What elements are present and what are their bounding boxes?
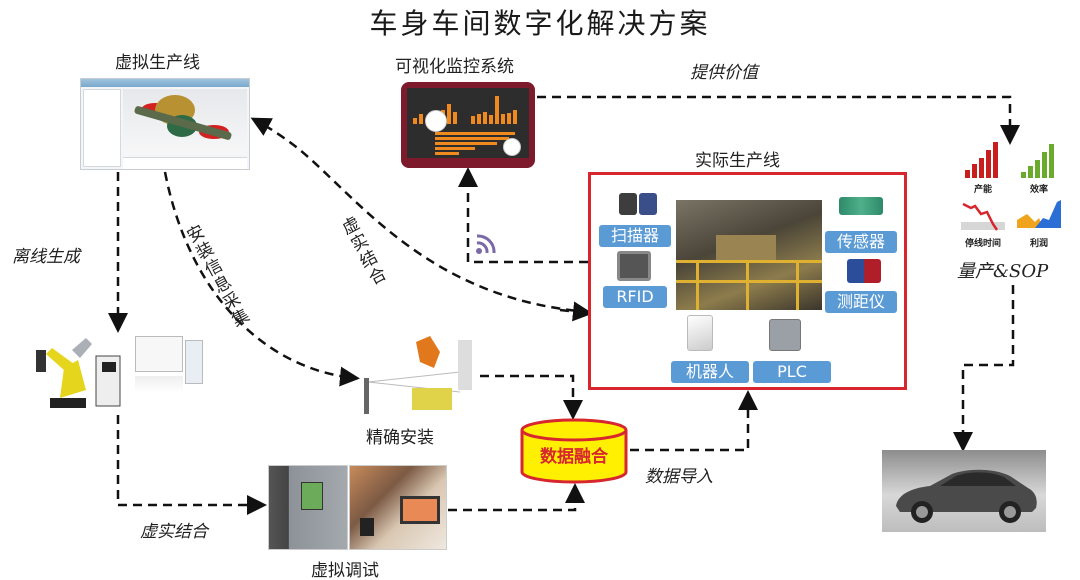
- metrics-panel: 产能 效率 停线时间 利润: [955, 140, 1065, 255]
- data-import-label: 数据导入: [645, 467, 713, 487]
- metric-downtime: 停线时间: [964, 239, 1001, 249]
- install-info-label: 安装信息采集: [180, 222, 252, 333]
- diagram-title: 车身车间数字化解决方案: [369, 7, 711, 40]
- chip-robot: 机器人: [671, 361, 749, 383]
- chip-scanner: 扫描器: [599, 225, 671, 247]
- chip-sensor: 传感器: [825, 231, 897, 253]
- provide-value-label: 提供价值: [690, 63, 758, 83]
- worker-icon: [425, 110, 447, 132]
- arrow-install-to-db: [480, 374, 583, 420]
- virtual-line-label: 虚拟生产线: [115, 53, 200, 73]
- plc-icon: [769, 319, 801, 351]
- precise-install-image: [350, 332, 480, 422]
- factory-photo: [676, 200, 822, 310]
- efficiency-chart-icon: [1019, 144, 1059, 178]
- debug-workstation-image: [349, 465, 447, 550]
- scanner-icon: [619, 193, 637, 215]
- arrow-virtual-real-bottom: [116, 415, 267, 515]
- metric-capacity: 产能: [973, 185, 992, 195]
- data-fusion-database: 数据融合: [519, 418, 629, 484]
- mass-production-label: 量产&SOP: [957, 261, 1049, 282]
- car-icon: [896, 469, 1037, 523]
- rangefinder-icon: [847, 259, 881, 283]
- plc-controller-image: [268, 465, 348, 550]
- robot-arm-icon: [687, 315, 713, 351]
- industrial-robot-image: [30, 320, 125, 415]
- offline-program-screens: [135, 336, 205, 396]
- data-fusion-label: 数据融合: [540, 447, 608, 467]
- monitoring-screen: [401, 82, 535, 168]
- precise-install-label: 精确安装: [366, 428, 434, 448]
- scanner-icon-2: [639, 193, 657, 215]
- wifi-icon: [476, 234, 496, 254]
- arrow-to-car: [953, 285, 1015, 452]
- offline-gen-label: 离线生成: [12, 247, 80, 267]
- arrow-db-to-real: [630, 390, 758, 452]
- chip-plc: PLC: [753, 361, 831, 383]
- profit-chart-icon: [1017, 200, 1061, 228]
- chip-rfid: RFID: [603, 286, 667, 308]
- monitoring-label: 可视化监控系统: [395, 57, 514, 77]
- virtual-debug-label: 虚拟调试: [311, 561, 379, 580]
- virtual-real-arc-label: 虚实结合: [335, 213, 389, 291]
- chip-rangefinder: 测距仪: [825, 291, 897, 313]
- arrow-debug-to-db: [448, 483, 585, 512]
- downtime-chart-icon: [961, 202, 1005, 231]
- metric-efficiency: 效率: [1029, 185, 1048, 195]
- robot-icon: [503, 138, 521, 156]
- arrow-provide-value: [537, 95, 1020, 145]
- rfid-reader-icon: [617, 251, 651, 281]
- car-image: [882, 450, 1046, 532]
- real-line-panel: 扫描器 RFID 传感器 测距仪 机器人 PLC: [588, 172, 907, 390]
- metric-profit: 利润: [1029, 239, 1048, 249]
- virtual-real-bottom-label: 虚实结合: [140, 522, 208, 542]
- virtual-line-screenshot: [80, 78, 250, 170]
- capacity-chart-icon: [963, 142, 1003, 178]
- real-line-label: 实际生产线: [695, 151, 780, 171]
- sensor-icon: [839, 197, 883, 215]
